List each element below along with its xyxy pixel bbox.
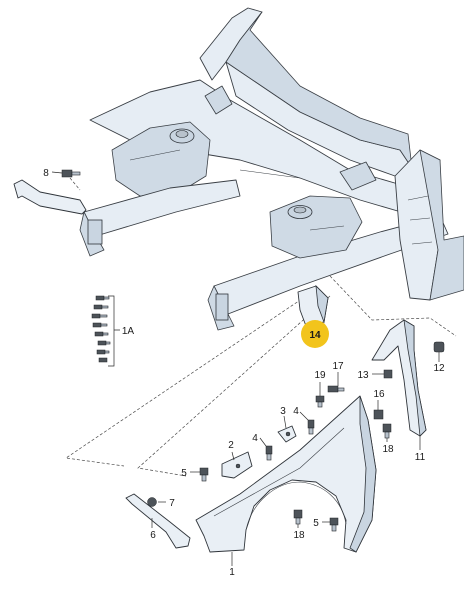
callout-1: 1 — [229, 567, 235, 578]
callout-5b: 5 — [313, 518, 319, 529]
callout-12: 12 — [433, 363, 445, 374]
callout-6: 6 — [150, 530, 156, 541]
part-19-bolt[interactable] — [315, 395, 325, 408]
callout-2: 2 — [228, 440, 234, 451]
callout-18b: 18 — [293, 530, 305, 541]
part-11-pillar-trim[interactable] — [371, 319, 427, 437]
callout-11: 11 — [415, 452, 426, 463]
part-4-bolt-upper[interactable] — [307, 419, 315, 435]
part-6-trim-strip[interactable] — [125, 493, 191, 549]
callout-3: 3 — [280, 406, 286, 417]
callout-18a: 18 — [382, 444, 394, 455]
part-16-nut[interactable] — [373, 409, 384, 420]
part-4-bolt-lower[interactable] — [265, 445, 273, 461]
part-14-bracket[interactable] — [297, 284, 329, 327]
callout-16: 16 — [373, 389, 385, 400]
part-3-bracket[interactable] — [277, 425, 297, 443]
front-body-structure — [79, 7, 464, 331]
callout-1a: 1A — [122, 326, 135, 337]
part-5-bolt-upper[interactable] — [199, 467, 209, 482]
callout-14-highlight — [301, 320, 329, 348]
part-13-nut[interactable] — [383, 369, 393, 379]
callout-14: 14 — [309, 330, 321, 341]
part-12-clip[interactable] — [433, 341, 445, 353]
callout-4b: 4 — [252, 433, 258, 444]
callout-7: 7 — [169, 498, 175, 509]
part-18-bolt-upper[interactable] — [382, 423, 392, 439]
part-bracket-left[interactable] — [13, 179, 87, 215]
part-18-bolt-lower[interactable] — [293, 509, 303, 525]
part-1-front-fender[interactable] — [195, 395, 377, 553]
assembly-guide-lines — [65, 177, 457, 477]
part-5-bolt-lower[interactable] — [329, 517, 339, 532]
callout-13: 13 — [357, 370, 369, 381]
part-7-clip[interactable] — [147, 497, 157, 507]
part-17-bolt[interactable] — [327, 385, 345, 393]
callout-17: 17 — [332, 361, 344, 372]
callout-19: 19 — [314, 370, 326, 381]
callout-8: 8 — [43, 168, 49, 179]
part-8-bolt[interactable] — [61, 169, 81, 178]
callout-5a: 5 — [181, 468, 187, 479]
fastener-kit-1a[interactable] — [91, 295, 111, 363]
part-2-bracket[interactable] — [221, 451, 253, 479]
callout-4a: 4 — [293, 406, 299, 417]
